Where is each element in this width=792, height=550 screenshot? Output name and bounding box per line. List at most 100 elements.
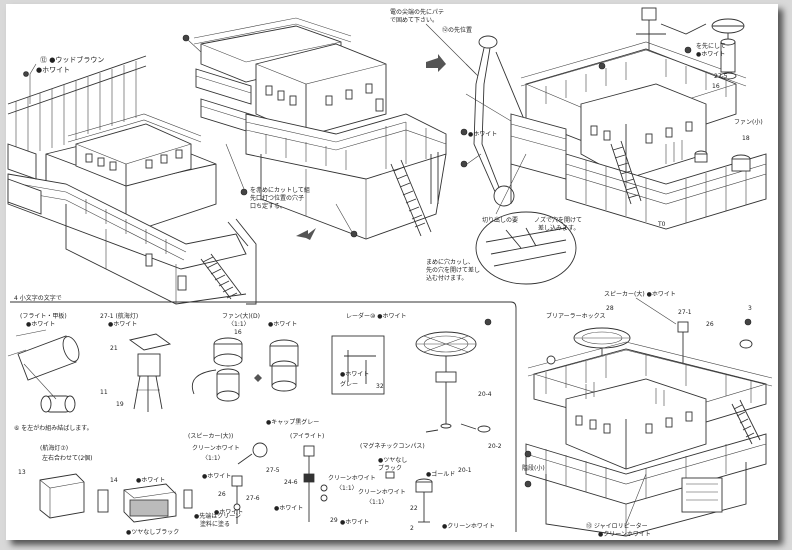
rb-radar: ブリアーラーホックス <box>546 312 605 320</box>
note-cut-3: 口ち定する。 <box>250 202 286 210</box>
hole-note-2: 先の穴を開けて差し <box>426 266 480 274</box>
mag-22: 22 <box>410 505 418 512</box>
label-right-fan: ファン(小) <box>734 118 763 126</box>
nav-sub: 左右合わせて(2個) <box>42 454 93 462</box>
step-arrow <box>426 54 446 72</box>
radar-20-4: 20-4 <box>478 391 492 398</box>
part-a-note: ⑥ を左がわ組み結ばします。 <box>14 424 93 432</box>
speaker-white: ●ホワイト <box>202 473 231 480</box>
mag-white: ●クリーンホワイト <box>442 523 495 530</box>
rb-3: 3 <box>748 305 752 312</box>
fan-sub: 〈1:1〉 <box>228 321 250 328</box>
nav-clear: ●先端はクリーン <box>194 512 241 520</box>
callout-marker <box>240 188 248 196</box>
part-a-white: ●ホワイト <box>26 321 55 328</box>
rb-stair: 階段(小) <box>522 464 545 472</box>
nav-clear2: 塗料に塗る <box>200 520 230 528</box>
note-cut-1: を赤めにカットして組 <box>250 186 310 194</box>
rb-speaker: スピーカー(大) ●ホワイト <box>604 290 676 298</box>
rb-27: 27-1 <box>678 309 692 316</box>
speaker-sub: クリーンホワイト <box>192 445 240 452</box>
light-24: 24-6 <box>284 479 298 486</box>
note-mast-2: で固めて下さい。 <box>390 17 438 24</box>
mag-2: ブラック <box>378 464 402 472</box>
light-29: 29 <box>330 517 338 524</box>
radar-title: レーダー⑩ ●ホワイト <box>346 312 407 320</box>
light-white: ●ホワイト <box>274 505 303 512</box>
detail-note-2: ノズで穴を開けて <box>534 216 582 224</box>
sub-assembly-title: 4 小文字の文字で <box>14 294 62 302</box>
speaker-26: 26 <box>218 491 226 498</box>
mag-gold: ●ゴールド <box>426 470 455 478</box>
part-b-19: 19 <box>116 401 124 408</box>
light-white2: ●ホワイト <box>340 519 369 526</box>
callout-marker <box>350 230 358 238</box>
label-right-mesh: を先にして <box>696 42 726 50</box>
nav-white: ●ホワイト <box>136 477 165 484</box>
radar-20-2: 20-2 <box>488 443 502 450</box>
hole-note-1: まめに穴カッし、 <box>426 258 474 266</box>
part-tube <box>7 329 80 413</box>
nav-black: ●ツヤなしブラック <box>126 528 179 536</box>
rb-gyro: ⑬ ジャイロリピーター <box>586 522 648 530</box>
mag-clean: クリーンホワイト <box>358 489 406 496</box>
rb-28: 28 <box>606 305 614 312</box>
light-title: (アイライト) <box>290 433 324 440</box>
assembly-diagram: ⑫ ●ウッドブラウン ●ホワイト <box>7 7 773 538</box>
callout-marker <box>460 128 468 136</box>
part-speaker <box>231 442 268 524</box>
mag-title: (マグネチックコンパス) <box>360 442 425 450</box>
part-b-11: 11 <box>100 389 108 396</box>
radar-gray: グレー <box>340 380 358 388</box>
part-a-title: (フライト・甲板) <box>20 312 67 320</box>
fan-title: ファン(大)(D) <box>222 312 260 320</box>
speaker-27: 27-6 <box>246 495 260 502</box>
part-b-white: ●ホワイト <box>108 321 137 328</box>
callout-marker <box>484 318 492 326</box>
detail-bubble <box>475 211 577 285</box>
note-cut-2: 先口打つ位置の穴子 <box>250 194 304 202</box>
mag-1: ●ツヤなし <box>378 457 407 464</box>
label-right-t0: T0 <box>657 221 666 228</box>
speaker-title: (スピーカー(大)) <box>188 432 233 440</box>
hole-note-3: 込む付けます。 <box>426 274 467 282</box>
rb-26: 26 <box>706 321 714 328</box>
part-b-21: 21 <box>110 345 118 352</box>
detail-note-1: 切り出しの要 <box>482 216 518 224</box>
radar-20-1: 20-1 <box>458 467 472 474</box>
part-nav-lights <box>39 473 193 523</box>
label-right-16: 16 <box>712 83 720 90</box>
fan-white: ●ホワイト <box>268 321 297 328</box>
callout-marker <box>23 71 29 77</box>
part-a-light <box>303 445 328 522</box>
light-clean: クリーンホワイト <box>328 475 376 482</box>
label-right-white: ●ホワイト <box>696 51 725 58</box>
fan-gray: ●キャップ黒グレー <box>266 418 319 426</box>
detail-note-3: 差し込みます。 <box>538 224 579 232</box>
part-compass <box>385 471 433 523</box>
nav-14: 14 <box>110 477 118 484</box>
callout-marker <box>460 160 468 168</box>
note-mast-1: 電の尖端の先にパテ <box>390 8 444 16</box>
rb-gyro2: ●クリーンホワイト <box>598 531 651 538</box>
label-right-27: 27-5 <box>714 73 728 80</box>
callout-marker <box>524 450 532 458</box>
fan-num: 16 <box>234 329 242 336</box>
part-radar <box>331 331 491 433</box>
bridge-assembly-3 <box>510 7 767 230</box>
part-nav-light <box>128 333 172 412</box>
radar-white: ●ホワイト <box>340 371 369 378</box>
speaker-gray: ●ホワイト <box>214 509 243 516</box>
radar-32: 32 <box>376 383 384 390</box>
callout-marker <box>684 46 692 54</box>
instruction-sheet: ⑫ ●ウッドブラウン ●ホワイト <box>6 4 778 540</box>
label-deck-white: ●ホワイト <box>36 66 70 74</box>
label-deck-top: ⑫ ●ウッドブラウン <box>40 55 104 64</box>
label-right-18: 18 <box>742 135 750 142</box>
label-mast-top: ⑫の先位置 <box>442 26 472 34</box>
nav-title: (航海灯⑦) <box>40 444 68 452</box>
bridge-assembly-2 <box>193 17 447 240</box>
sub-assembly-frame <box>10 301 517 532</box>
bridge-assembly-1 <box>7 55 257 305</box>
step-arrow <box>296 228 316 240</box>
